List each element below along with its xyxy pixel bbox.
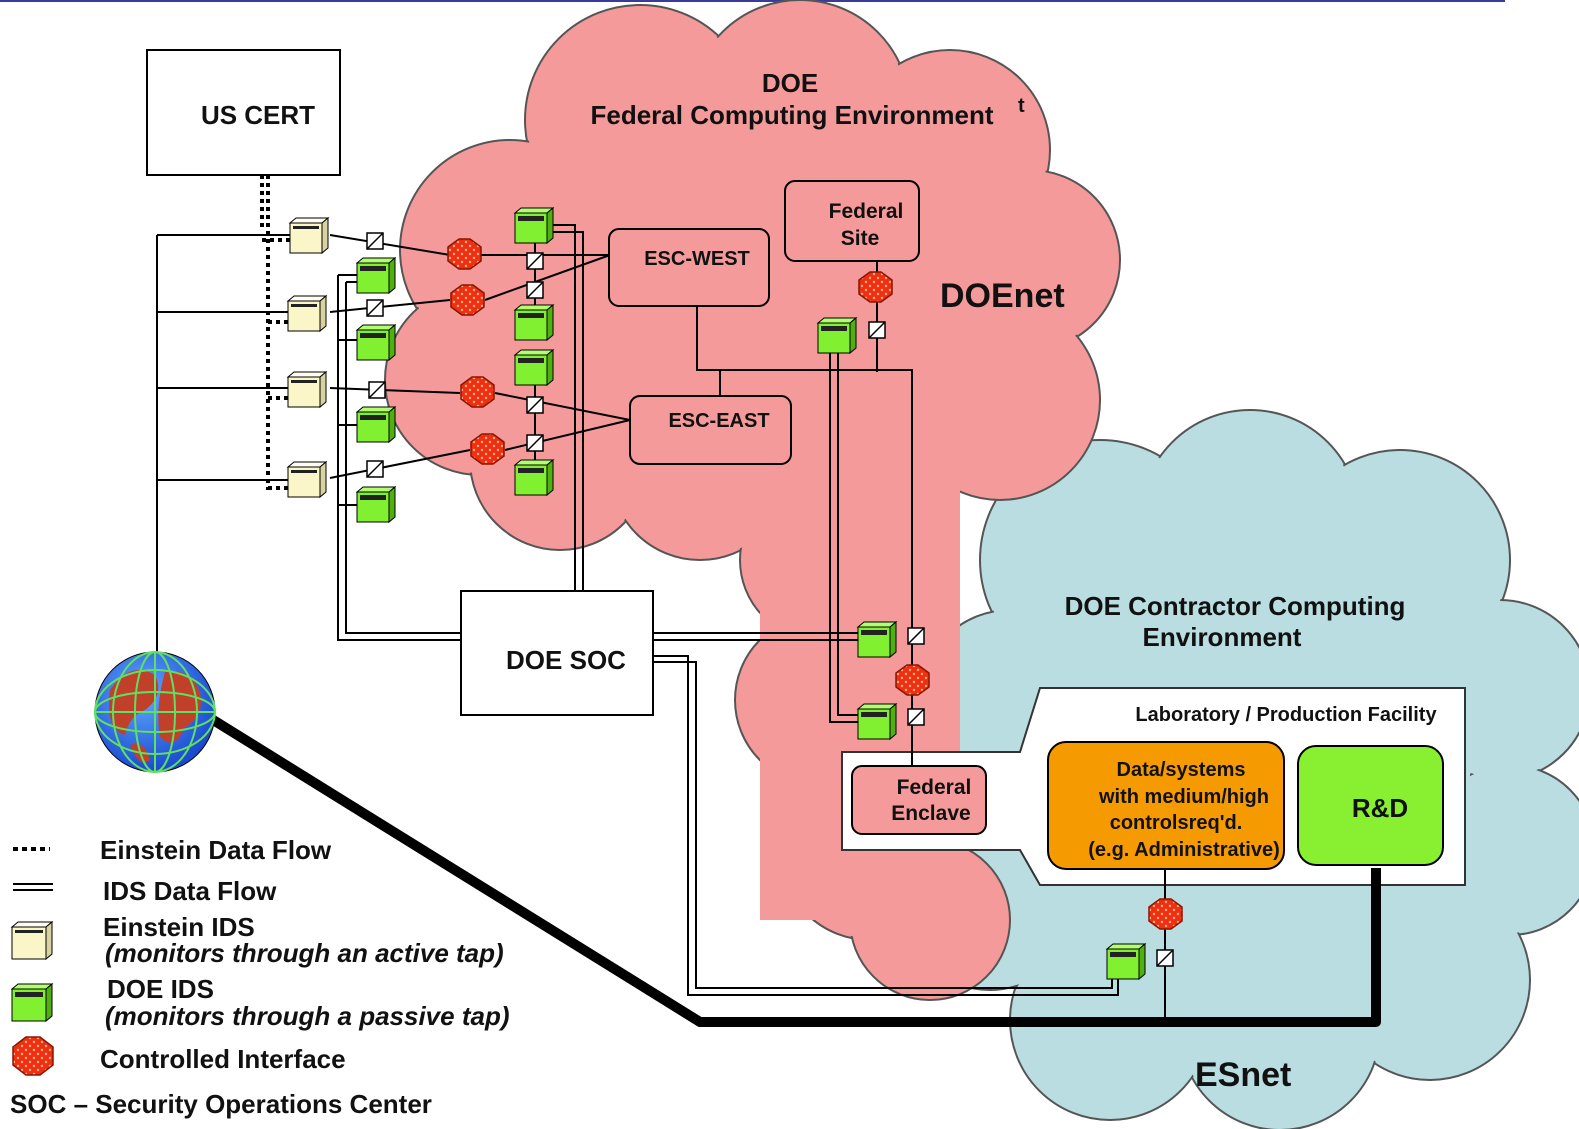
einstein-ids-icon <box>286 460 328 499</box>
legend-doe-ids-label: DOE IDS <box>107 974 214 1004</box>
controlled-interface-icons <box>447 238 1183 930</box>
doe-ids-icon <box>513 458 555 497</box>
tap-icon <box>907 627 925 645</box>
doe-ids-icon <box>355 405 397 444</box>
us-cert-label: US CERT <box>201 100 315 130</box>
controlled-interface-icon <box>895 664 930 696</box>
einstein-ids-icons <box>286 216 330 499</box>
contractor-title-1: DOE Contractor Computing <box>1065 591 1406 621</box>
rd-label: R&D <box>1352 793 1408 823</box>
contractor-title-2: Environment <box>1143 622 1302 652</box>
doe-ids-icons <box>355 206 1147 981</box>
einstein-data-flow <box>260 175 290 490</box>
federal-site-box <box>784 180 920 262</box>
controlled-interface-icon <box>1148 898 1183 930</box>
federal-enclave-label-1: Federal <box>897 776 972 799</box>
doe-ids-icon <box>513 348 555 387</box>
doe-soc-label: DOE SOC <box>506 645 626 675</box>
legend: Einstein Data Flow IDS Data Flow Einstei… <box>10 835 510 1119</box>
left-trunk <box>156 234 295 660</box>
doe-ids-icon <box>816 316 858 355</box>
legend-controlled-interface-label: Controlled Interface <box>100 1044 346 1074</box>
doe-soc-box <box>460 590 654 716</box>
legend-ids-flow-label: IDS Data Flow <box>103 876 277 906</box>
doe-title: DOE <box>762 68 818 98</box>
federal-enclave-box <box>851 765 987 835</box>
data-systems-label-3: controlsreq'd. <box>1110 812 1243 834</box>
doe-ids-icon <box>513 303 555 342</box>
esc-east-box <box>629 395 792 465</box>
lab-facility-label: Laboratory / Production Facility <box>1135 704 1437 726</box>
legend-soc-definition: SOC – Security Operations Center <box>10 1089 432 1119</box>
doe-ids-icon <box>856 702 898 741</box>
legend-doe-ids-icon <box>10 982 54 1023</box>
doe-stray-char: t <box>1018 95 1025 117</box>
ids-data-flow <box>337 224 1119 996</box>
tap-icon <box>366 299 384 317</box>
federal-enclave-label-2: Enclave <box>891 802 970 825</box>
doe-ids-icon <box>1105 942 1147 981</box>
tap-icon <box>526 434 544 452</box>
doe-ids-icon <box>513 206 555 245</box>
network-links <box>329 234 1166 1020</box>
doe-subtitle: Federal Computing Environment <box>590 100 993 130</box>
tap-icon <box>526 252 544 270</box>
data-systems-box <box>1047 741 1285 870</box>
tap-icon <box>1156 949 1174 967</box>
internet-globe-icon <box>94 651 216 773</box>
legend-controlled-interface-icon <box>12 1036 54 1076</box>
controlled-interface-icon <box>450 284 485 316</box>
rd-box <box>1297 745 1444 866</box>
tap-icon <box>868 321 886 339</box>
tap-icon <box>526 281 544 299</box>
esc-west-label: ESC-WEST <box>644 248 750 270</box>
legend-doe-ids-note: (monitors through a passive tap) <box>105 1001 510 1031</box>
einstein-ids-icon <box>288 216 330 255</box>
federal-site-label-1: Federal <box>829 200 904 223</box>
doe-ids-icon <box>355 323 397 362</box>
tap-icon <box>368 381 386 399</box>
esc-west-box <box>608 228 770 307</box>
esc-east-label: ESC-EAST <box>668 410 769 432</box>
doenet-label: DOEnet <box>940 277 1065 315</box>
tap-icon <box>366 460 384 478</box>
legend-einstein-ids-icon <box>10 920 54 961</box>
doe-ids-icon <box>355 256 397 295</box>
esnet-label: ESnet <box>1195 1056 1291 1094</box>
controlled-interface-icon <box>470 433 505 465</box>
einstein-ids-icon <box>286 370 328 409</box>
einstein-ids-icon <box>286 294 328 333</box>
esnet-backbone <box>207 713 1381 1027</box>
controlled-interface-icon <box>460 376 495 408</box>
legend-einstein-ids-label: Einstein IDS <box>103 912 255 942</box>
tap-icon <box>907 708 925 726</box>
data-systems-label-2: with medium/high <box>1098 786 1269 808</box>
tap-icons <box>366 232 1174 967</box>
data-systems-label-1: Data/systems <box>1117 759 1246 781</box>
legend-einstein-flow-label: Einstein Data Flow <box>100 835 332 865</box>
controlled-interface-icon <box>447 238 482 270</box>
controlled-interface-icon <box>858 271 893 303</box>
tap-icon <box>526 396 544 414</box>
federal-site-label-2: Site <box>841 227 880 250</box>
legend-einstein-ids-note: (monitors through an active tap) <box>105 938 504 968</box>
data-systems-label-4: (e.g. Administrative) <box>1088 839 1280 861</box>
tap-icon <box>366 232 384 250</box>
doe-ids-icon <box>856 620 898 659</box>
doe-ids-icon <box>355 485 397 524</box>
us-cert-box <box>146 49 341 176</box>
